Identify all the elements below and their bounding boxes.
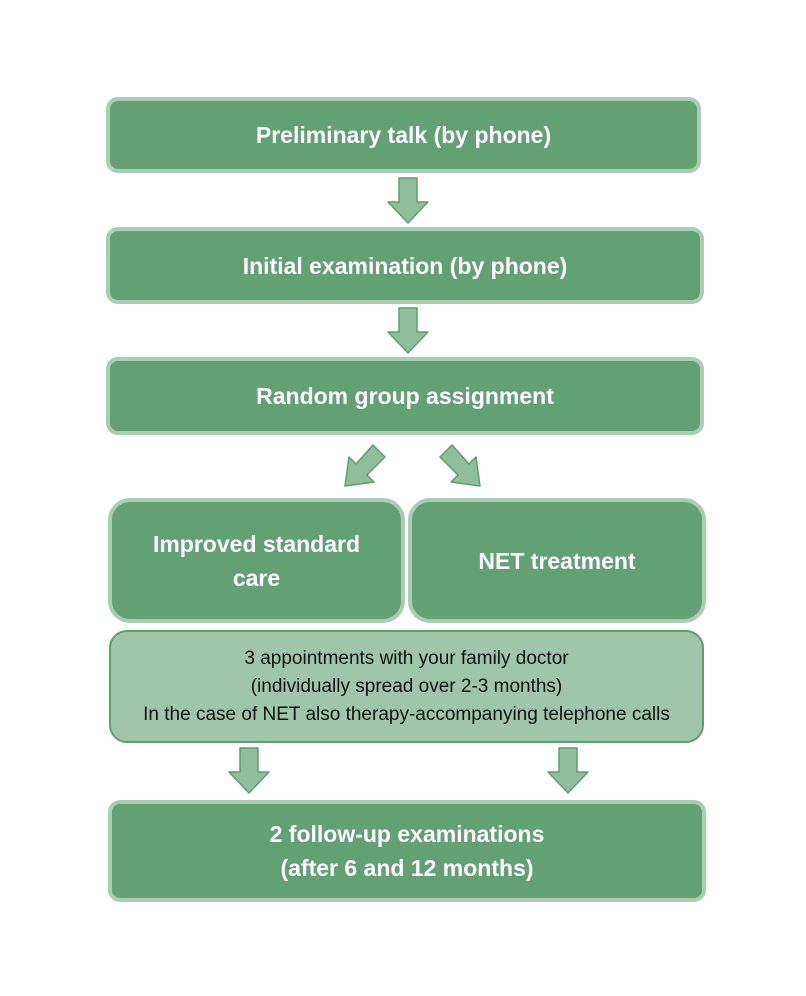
group-a-label-line2: care [232, 564, 281, 591]
details-line1: 3 appointments with your family doctor [244, 647, 569, 669]
step-follow-up-examinations: 2 follow-up examinations (after 6 and 12… [108, 800, 706, 902]
step-random-assignment: Random group assignment [106, 357, 704, 435]
down-arrow-icon [547, 747, 589, 794]
group-net-treatment: NET treatment [408, 498, 706, 623]
down-arrow-icon [387, 307, 429, 354]
step-random-assignment-label: Random group assignment [256, 383, 554, 409]
details-line3: In the case of NET also therapy-accompan… [143, 703, 670, 725]
followup-line1: 2 follow-up examinations [269, 821, 545, 847]
group-improved-standard-care: Improved standard care [108, 498, 405, 623]
details-line2: (individually spread over 2-3 months) [250, 675, 563, 697]
down-arrow-icon [228, 747, 270, 794]
followup-line2: (after 6 and 12 months) [280, 855, 534, 881]
appointment-details: 3 appointments with your family doctor (… [109, 630, 704, 743]
step-preliminary-talk: Preliminary talk (by phone) [106, 97, 701, 173]
diagonal-arrow-right-icon [439, 444, 481, 487]
step-initial-examination: Initial examination (by phone) [106, 227, 704, 304]
group-a-label-line1: Improved standard [152, 530, 361, 557]
group-b-label: NET treatment [478, 547, 636, 574]
diagonal-arrow-left-icon [344, 444, 386, 487]
down-arrow-icon [387, 177, 429, 224]
step-initial-examination-label: Initial examination (by phone) [242, 252, 568, 279]
step-preliminary-talk-label: Preliminary talk (by phone) [255, 122, 552, 148]
